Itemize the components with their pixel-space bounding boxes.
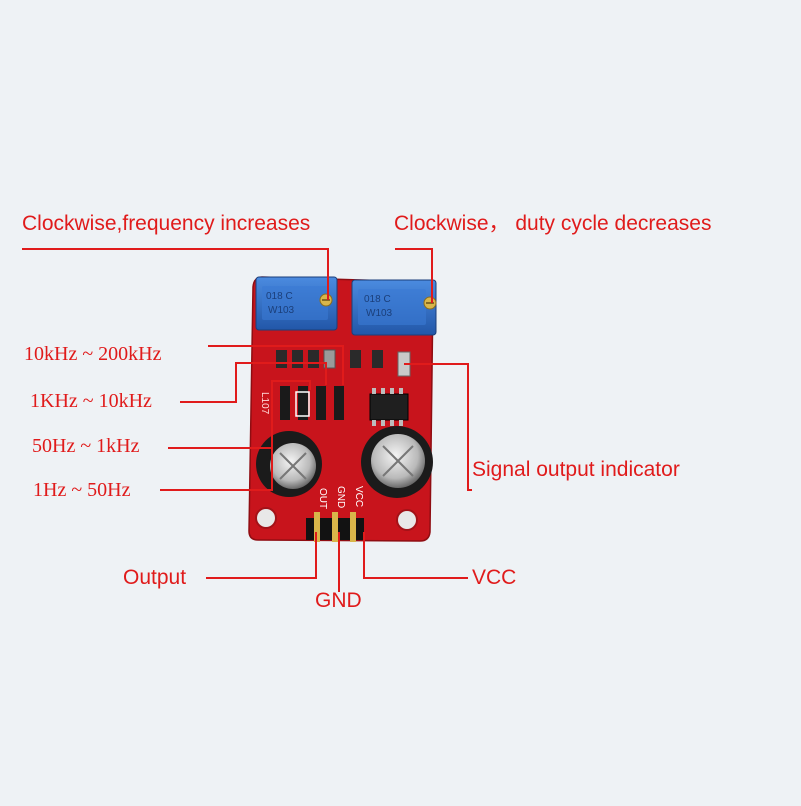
label-frequency-pot: Clockwise,frequency increases	[22, 212, 311, 235]
board-mark: L107	[259, 392, 270, 415]
label-duty-pot: Clockwise， duty cycle decreases	[394, 212, 712, 235]
pin-label-vcc: VCC	[353, 486, 364, 507]
pin-label-out: OUT	[317, 488, 328, 509]
label-range-50hz-1khz: 50Hz ~ 1kHz	[32, 435, 140, 457]
label-range-1khz-10khz: 1KHz ~ 10kHz	[30, 390, 152, 412]
jumper-header	[280, 386, 344, 420]
pin-header	[306, 512, 364, 542]
frequency-potentiometer: 018 C W103	[255, 276, 338, 331]
pot-code-top: 018 C	[364, 294, 391, 305]
pot-code: W103	[268, 305, 295, 316]
leader-lines	[22, 248, 472, 592]
capacitor-right	[361, 426, 433, 498]
label-range-10khz-200khz: 10kHz ~ 200kHz	[24, 343, 162, 365]
pot-code: W103	[366, 308, 393, 319]
label-range-1hz-50hz: 1Hz ~ 50Hz	[33, 479, 131, 501]
pin-label-gnd: GND	[335, 486, 346, 508]
label-signal-output-indicator: Signal output indicator	[472, 458, 680, 481]
capacitor-left	[256, 431, 322, 497]
duty-potentiometer: 018 C W103	[351, 279, 437, 336]
mounting-hole	[396, 509, 418, 531]
mounting-hole	[255, 507, 277, 529]
label-gnd: GND	[315, 589, 362, 612]
ic-chip	[369, 388, 409, 426]
pot-code-top: 018 C	[266, 291, 293, 302]
label-output: Output	[123, 566, 187, 589]
label-vcc: VCC	[472, 566, 517, 589]
